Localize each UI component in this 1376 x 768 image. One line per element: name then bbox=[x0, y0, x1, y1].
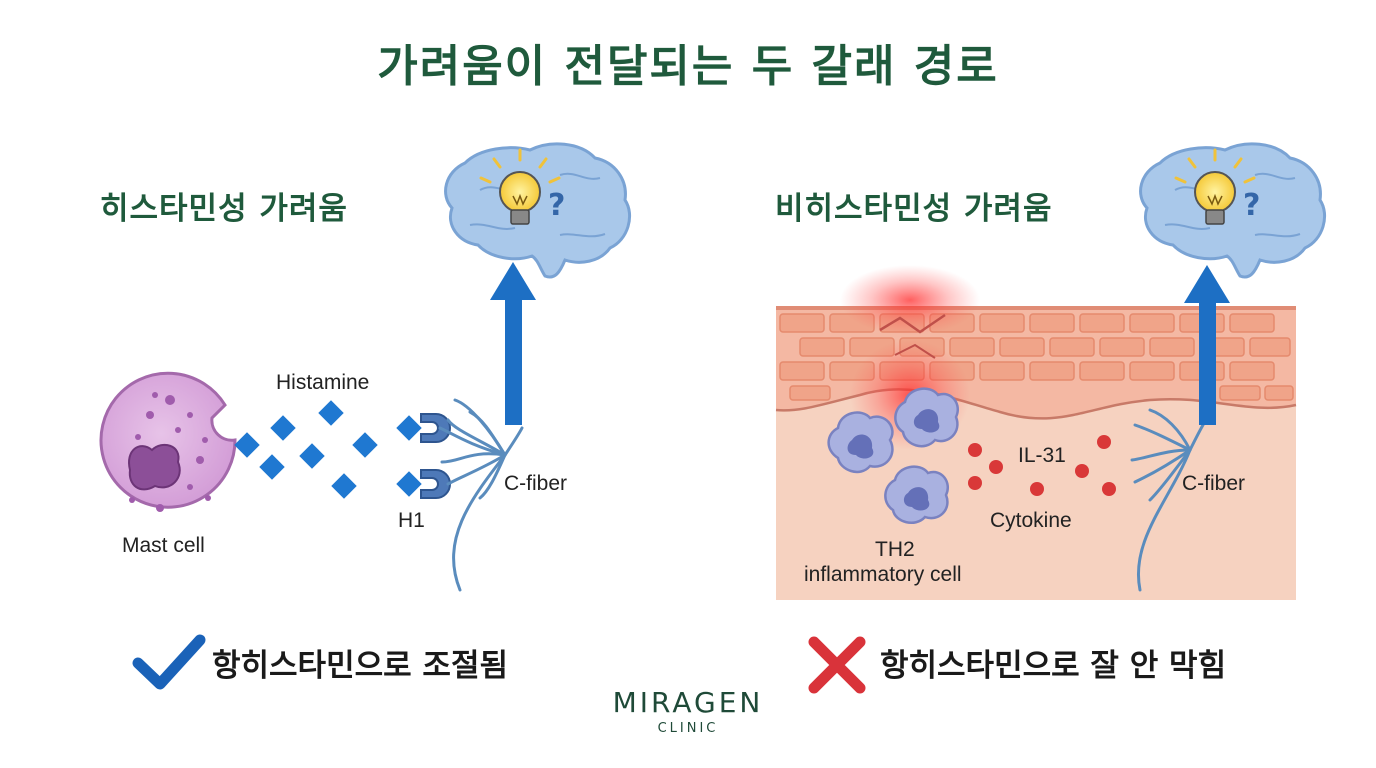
lightbulb-icon-right bbox=[1174, 148, 1256, 225]
cytokine-label: Cytokine bbox=[990, 509, 1072, 532]
h1-label: H1 bbox=[398, 509, 425, 532]
il31-label: IL-31 bbox=[1018, 444, 1066, 467]
cross-icon bbox=[808, 636, 866, 694]
brain-icon-right bbox=[1139, 142, 1326, 279]
check-icon bbox=[132, 634, 206, 690]
h1-receptors bbox=[420, 413, 451, 499]
logo-name: MIRAGEN bbox=[612, 686, 764, 719]
histamine-itch-heading: 히스타민성 가려움 bbox=[100, 191, 348, 227]
mast-cell-label: Mast cell bbox=[122, 534, 205, 557]
il31-cytokines bbox=[968, 435, 1116, 496]
th2-inflammatory-cells bbox=[827, 387, 959, 525]
question-mark-icon: ? bbox=[548, 188, 565, 223]
upward-signal-arrow-right bbox=[1184, 265, 1230, 425]
antihistamine-controlled-text: 항히스타민으로 조절됨 bbox=[212, 648, 508, 684]
antihistamine-not-blocked-text: 항히스타민으로 잘 안 막힘 bbox=[880, 648, 1227, 684]
page-title: 가려움이 전달되는 두 갈래 경로 bbox=[377, 41, 999, 92]
inflammatory-cell-label: inflammatory cell bbox=[804, 563, 962, 586]
c-fiber-label-left: C-fiber bbox=[504, 472, 567, 495]
c-fiber-nerve-right bbox=[1130, 408, 1205, 592]
c-fiber-nerve bbox=[438, 398, 524, 592]
mast-cell bbox=[99, 371, 237, 512]
non-histamine-itch-heading: 비히스타민성 가려움 bbox=[775, 191, 1053, 227]
c-fiber-label-right: C-fiber bbox=[1182, 472, 1245, 495]
histamine-molecules bbox=[234, 400, 422, 499]
miragen-clinic-logo: MIRAGEN CLINIC bbox=[0, 686, 1376, 736]
upward-signal-arrow bbox=[490, 262, 536, 425]
brain-icon bbox=[444, 142, 631, 279]
lightbulb-icon bbox=[479, 148, 561, 225]
logo-sub: CLINIC bbox=[657, 721, 719, 736]
histamine-label: Histamine bbox=[276, 371, 369, 394]
th2-label: TH2 bbox=[875, 538, 915, 561]
question-mark-icon-right: ? bbox=[1243, 188, 1260, 223]
